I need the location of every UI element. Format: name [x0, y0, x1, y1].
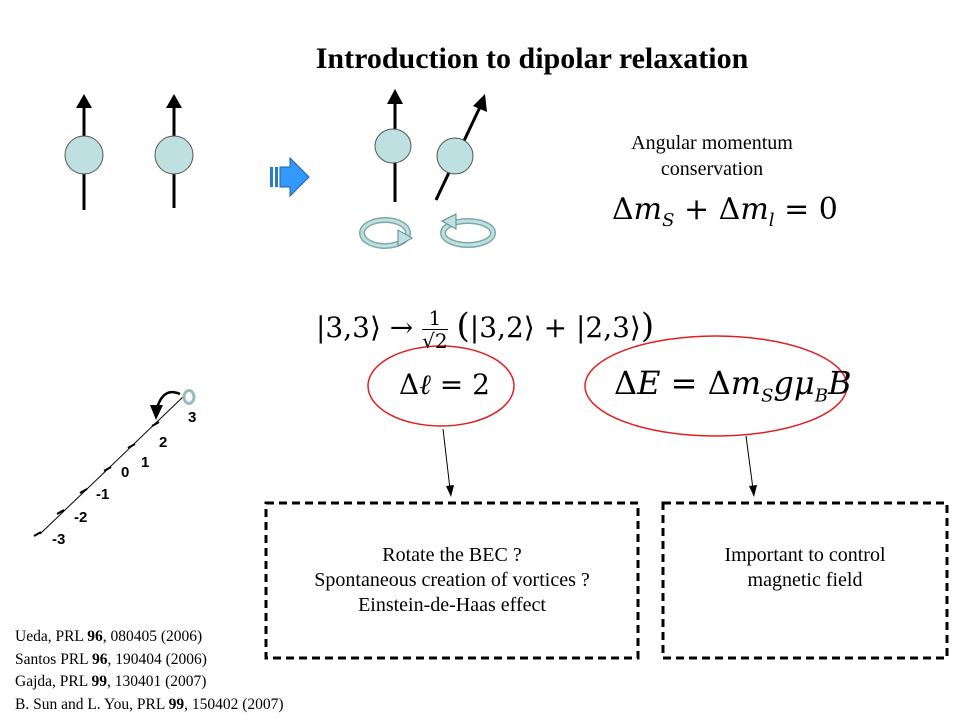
level-label: -2: [74, 509, 88, 526]
delta-e-formula: ΔE = ΔmSgμBB: [614, 364, 852, 407]
level-label: 0: [121, 464, 130, 481]
ket-equation: |3,3⟩ → 1 √2 (|3,2⟩ + |2,3⟩): [316, 306, 655, 353]
conservation-line-1: Angular momentum: [631, 132, 793, 154]
right-dashed-box: [661, 501, 949, 660]
rotation-arrow-left-icon: [359, 217, 414, 249]
delta-l-ellipse: [367, 345, 515, 427]
left-box-text: Rotate the BEC ? Spontaneous creation of…: [266, 543, 638, 618]
reference-item: Ueda, PRL 96, 080405 (2006): [15, 628, 203, 645]
conservation-equation: ΔmS + Δml = 0: [612, 192, 838, 231]
delta-l-formula: Δℓ = 2: [399, 368, 490, 401]
slide-title: Introduction to dipolar relaxation: [315, 42, 749, 75]
pointer-arrow-right: [745, 435, 757, 497]
level-label: 1: [141, 454, 150, 471]
reference-item: Gajda, PRL 99, 130401 (2007): [15, 673, 207, 690]
references: Ueda, PRL 96, 080405 (2006) Santos PRL 9…: [15, 626, 284, 716]
right-box-line: magnetic field: [747, 569, 863, 591]
left-box-line: Einstein-de-Haas effect: [358, 594, 546, 616]
level-label: 2: [159, 434, 168, 451]
left-box-line: Spontaneous creation of vortices ?: [314, 569, 590, 591]
left-box-line: Rotate the BEC ?: [382, 544, 522, 566]
right-box-text: Important to control magnetic field: [663, 543, 947, 593]
rotation-arrow-right-icon: [440, 213, 496, 248]
level-label: -3: [52, 531, 66, 548]
spin-up-1: [64, 94, 104, 210]
spin-tilted: [434, 94, 487, 201]
level-label: -1: [96, 486, 110, 503]
level-label: 3: [188, 409, 197, 426]
delta-e-ellipse: [584, 335, 848, 437]
level-ladder: [33, 389, 196, 537]
transition-arrow-icon: [270, 156, 310, 198]
left-dashed-box: [264, 501, 640, 660]
spin-up-2: [154, 94, 194, 208]
conservation-text: Angular momentum conservation: [592, 130, 832, 182]
right-box-line: Important to control: [724, 544, 886, 566]
reference-item: B. Sun and L. You, PRL 99, 150402 (2007): [15, 695, 284, 713]
reference-item: Santos PRL 96, 190404 (2006): [15, 650, 207, 668]
spin-up-3: [374, 89, 412, 202]
conservation-line-2: conservation: [660, 158, 764, 180]
pointer-arrow-left: [442, 428, 454, 497]
